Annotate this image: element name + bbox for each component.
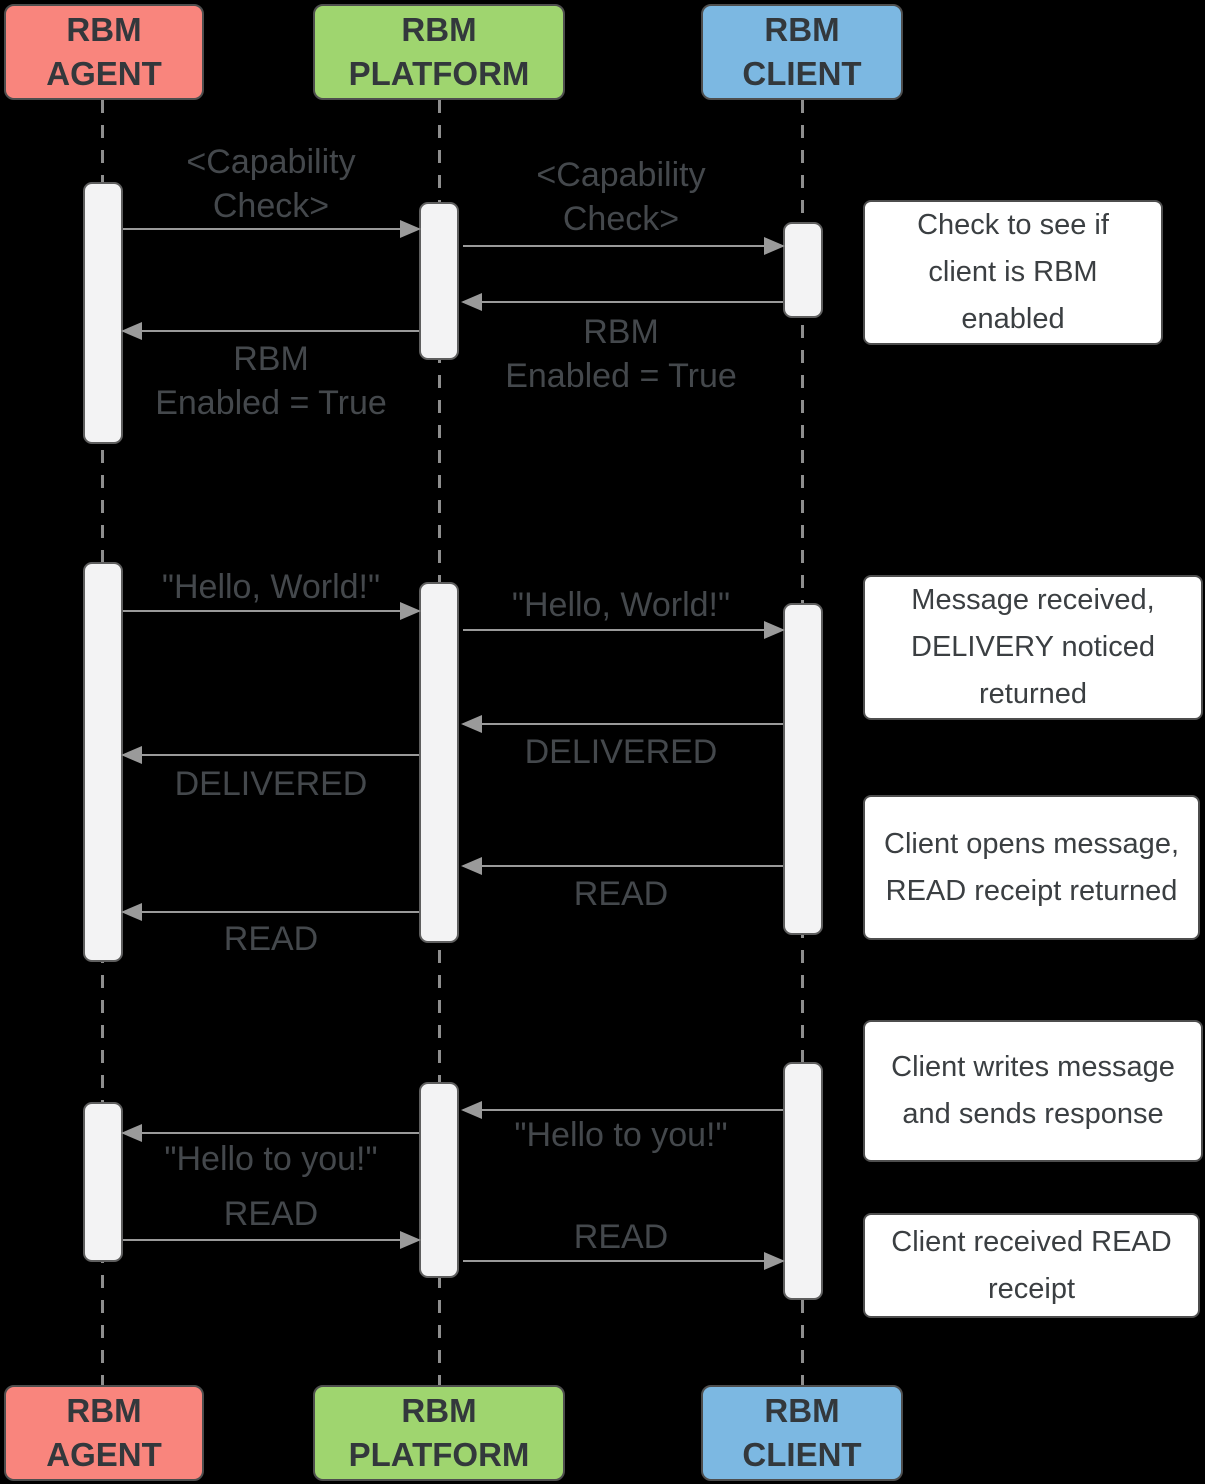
arrow-rbm-enabled-platform-to-agent: [121, 322, 419, 340]
arrow-read-platform-to-agent: [121, 903, 419, 921]
activation-client-1: [783, 222, 823, 318]
message-label-rbm-enabled-right: RBM Enabled = True: [505, 313, 737, 395]
actor-top-rbm-client: RBM CLIENT: [701, 4, 903, 100]
message-label-delivered-right: DELIVERED: [524, 733, 718, 771]
arrow-capability-check-platform-to-client: [463, 237, 785, 255]
note-check-rbm-enabled: Check to see if client is RBM enabled: [863, 200, 1163, 345]
arrow-delivered-client-to-platform: [461, 715, 783, 733]
actor-bottom-rbm-agent: RBM AGENT: [4, 1385, 204, 1481]
message-label-read-left: READ: [223, 920, 319, 958]
message-label-hello-world-left: "Hello, World!": [161, 568, 381, 606]
message-label-read-phase3-left: READ: [223, 1195, 319, 1233]
actor-top-rbm-agent: RBM AGENT: [4, 4, 204, 100]
message-label-read-phase3-right: READ: [573, 1218, 669, 1256]
message-label-hello-world-right: "Hello, World!": [511, 586, 731, 624]
activation-platform-1: [419, 202, 459, 360]
message-label-hello-to-you-left: "Hello to you!": [164, 1140, 378, 1178]
arrow-delivered-platform-to-agent: [121, 746, 419, 764]
actor-bottom-rbm-platform: RBM PLATFORM: [313, 1385, 565, 1481]
activation-platform-2: [419, 582, 459, 943]
actor-bottom-rbm-client: RBM CLIENT: [701, 1385, 903, 1481]
arrow-hello-to-you-platform-to-agent: [121, 1124, 419, 1142]
note-client-received-read-receipt: Client received READ receipt: [863, 1213, 1200, 1318]
arrow-hello-world-platform-to-client: [463, 621, 785, 639]
activation-agent-1: [83, 182, 123, 444]
note-message-received-delivery: Message received, DELIVERY noticed retur…: [863, 575, 1203, 720]
message-label-read-right: READ: [573, 875, 669, 913]
note-client-opens-message-read: Client opens message, READ receipt retur…: [863, 795, 1200, 940]
arrow-rbm-enabled-client-to-platform: [461, 293, 783, 311]
actor-top-rbm-platform: RBM PLATFORM: [313, 4, 565, 100]
arrow-capability-check-agent-to-platform: [123, 220, 421, 238]
arrow-hello-to-you-client-to-platform: [461, 1101, 783, 1119]
message-label-delivered-left: DELIVERED: [174, 765, 368, 803]
arrow-read-client-to-platform: [461, 857, 783, 875]
arrow-read-agent-to-platform: [123, 1231, 421, 1249]
activation-client-2: [783, 603, 823, 935]
activation-agent-3: [83, 1102, 123, 1262]
arrow-read-platform-to-client: [463, 1252, 785, 1270]
activation-platform-3: [419, 1082, 459, 1278]
note-client-writes-response: Client writes message and sends response: [863, 1020, 1203, 1162]
message-label-rbm-enabled-left: RBM Enabled = True: [155, 340, 387, 422]
activation-client-3: [783, 1062, 823, 1300]
arrow-hello-world-agent-to-platform: [123, 602, 421, 620]
message-label-capability-check-right: <Capability Check>: [536, 156, 706, 238]
message-label-capability-check-left: <Capability Check>: [186, 143, 356, 225]
message-label-hello-to-you-right: "Hello to you!": [514, 1116, 728, 1154]
